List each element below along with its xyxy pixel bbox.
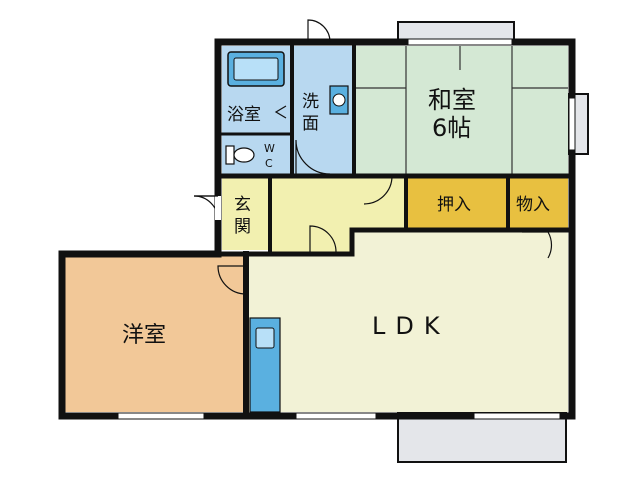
windows: [117, 38, 576, 420]
washroom-label-bottom: 面: [302, 114, 319, 134]
bath-label: 浴室: [227, 105, 261, 125]
wc-label-bottom: C: [265, 157, 273, 170]
bottom-balcony: [397, 411, 567, 463]
washitsu-size-label: 6帖: [432, 114, 471, 142]
washbasin-icon: [329, 85, 349, 115]
doors: [193, 19, 553, 295]
hall-floor: [270, 178, 406, 252]
yoshitsu-label: 洋室: [122, 323, 166, 348]
genkan-label-top: 玄: [234, 195, 251, 215]
shower-drain-icon: [274, 105, 287, 119]
genkan-floor: [222, 178, 270, 250]
ldk-floor: [248, 230, 568, 412]
oshiire-floor: [406, 178, 508, 230]
tatami-lines: [354, 46, 568, 174]
bathtub-icon: [227, 51, 285, 87]
yoshitsu-floor: [62, 256, 246, 412]
ldk-label: LDK: [372, 312, 450, 340]
oshiire-label: 押入: [437, 195, 471, 215]
washroom-label-top: 洗: [302, 92, 319, 112]
monoire-label: 物入: [516, 195, 550, 215]
genkan-label-bottom: 関: [234, 217, 251, 237]
washitsu-label: 和室: [428, 86, 476, 114]
monoire-floor: [510, 178, 568, 230]
toilet-icon: [225, 145, 255, 165]
washitsu-floor: [354, 46, 568, 174]
wc-label-top: W: [264, 142, 275, 155]
kitchen-counter-icon: [249, 317, 281, 413]
